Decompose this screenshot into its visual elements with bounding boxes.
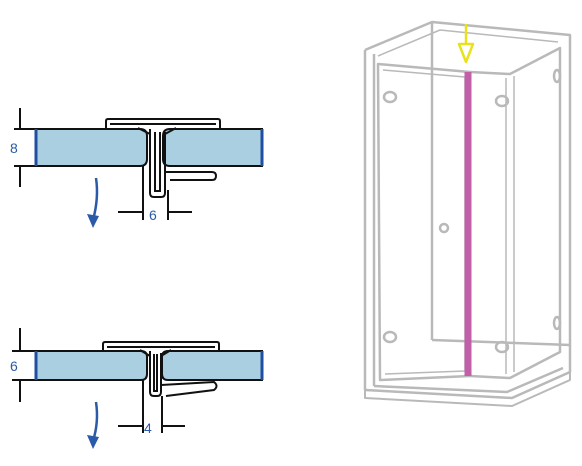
gap-width-label: 4	[144, 420, 152, 436]
hinge-icon	[494, 340, 510, 354]
shower-tray	[364, 345, 572, 400]
seal-profile-bottom	[102, 341, 220, 397]
gap-dimension-bottom	[118, 380, 185, 433]
glass-panel-right	[162, 128, 263, 167]
door-panel-right	[469, 46, 562, 380]
left-wall-post	[363, 50, 376, 390]
hinge-icon	[382, 330, 398, 344]
thickness-dimension-top	[14, 108, 38, 187]
arrow-down-icon	[457, 24, 475, 64]
door-knob-icon	[438, 222, 450, 234]
profile-detail-bottom: 6 4	[10, 328, 264, 449]
hinge-icon	[494, 94, 510, 108]
glass-panel-left	[35, 350, 148, 381]
hinge-icon	[552, 68, 562, 84]
back-wall	[364, 20, 572, 347]
glass-panel-left	[35, 128, 148, 167]
profile-detail-top: 8 6	[10, 108, 264, 228]
curved-arrow-down-icon	[87, 177, 99, 228]
hinge-icon	[382, 90, 398, 104]
gap-width-label: 6	[149, 207, 157, 223]
glass-thickness-label: 8	[10, 140, 18, 156]
thickness-dimension-bottom	[12, 328, 38, 402]
glass-panel-right	[161, 350, 263, 381]
seal-profile-top	[105, 118, 221, 198]
hinge-icon	[552, 315, 562, 331]
gap-dimension-top	[118, 166, 192, 220]
curved-arrow-down-icon	[87, 401, 99, 449]
shower-enclosure	[363, 20, 572, 407]
glass-thickness-label: 6	[10, 358, 18, 374]
